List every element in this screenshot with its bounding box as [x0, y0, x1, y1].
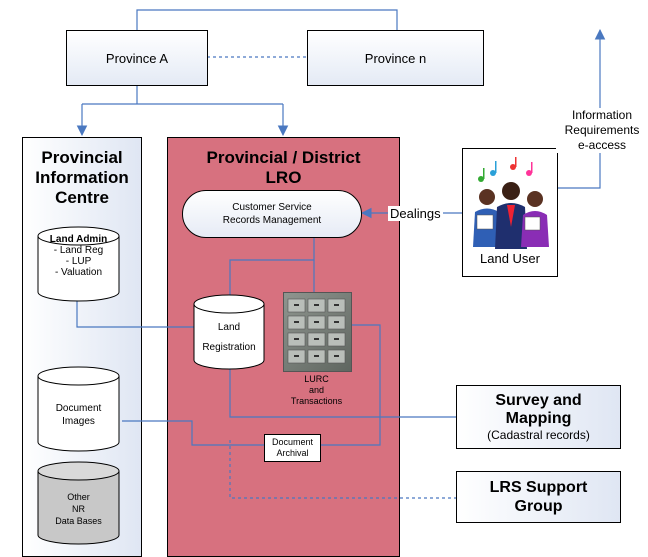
people-clipart-icon — [473, 157, 549, 249]
land-admin-item: - Valuation — [54, 267, 103, 278]
land-registration-database: Land Registration — [193, 294, 265, 370]
survey-and-mapping-box: Survey and Mapping (Cadastral records) — [456, 385, 621, 449]
province-a-box: Province A — [66, 30, 208, 86]
land-admin-item: - Land Reg — [53, 245, 104, 256]
customer-service-records-management: Customer Service Records Management — [182, 190, 362, 238]
lro-title: Provincial / District LRO — [206, 148, 361, 187]
document-archival-box: Document Archival — [264, 434, 321, 462]
filing-cabinet-image — [283, 292, 352, 372]
land-admin-item: - LUP — [65, 256, 92, 267]
land-admin-title: Land Admin — [49, 234, 108, 245]
land-user-box: Land User — [462, 148, 558, 277]
land-user-label: Land User — [480, 251, 540, 266]
pic-title: Provincial Information Centre — [35, 148, 129, 207]
province-n-box: Province n — [307, 30, 484, 86]
land-admin-database: Land Admin - Land Reg - LUP - Valuation — [37, 226, 120, 302]
lurc-transactions-label: LURC and Transactions — [290, 374, 343, 406]
information-requirements-label: Information Requirements e-access — [556, 108, 648, 153]
filing-cabinet-icon — [287, 298, 346, 364]
dealings-label: Dealings — [388, 206, 443, 221]
document-images-database: Document Images — [37, 366, 120, 452]
lrs-support-group-box: LRS Support Group — [456, 471, 621, 523]
other-nr-databases: Other NR Data Bases — [37, 461, 120, 545]
